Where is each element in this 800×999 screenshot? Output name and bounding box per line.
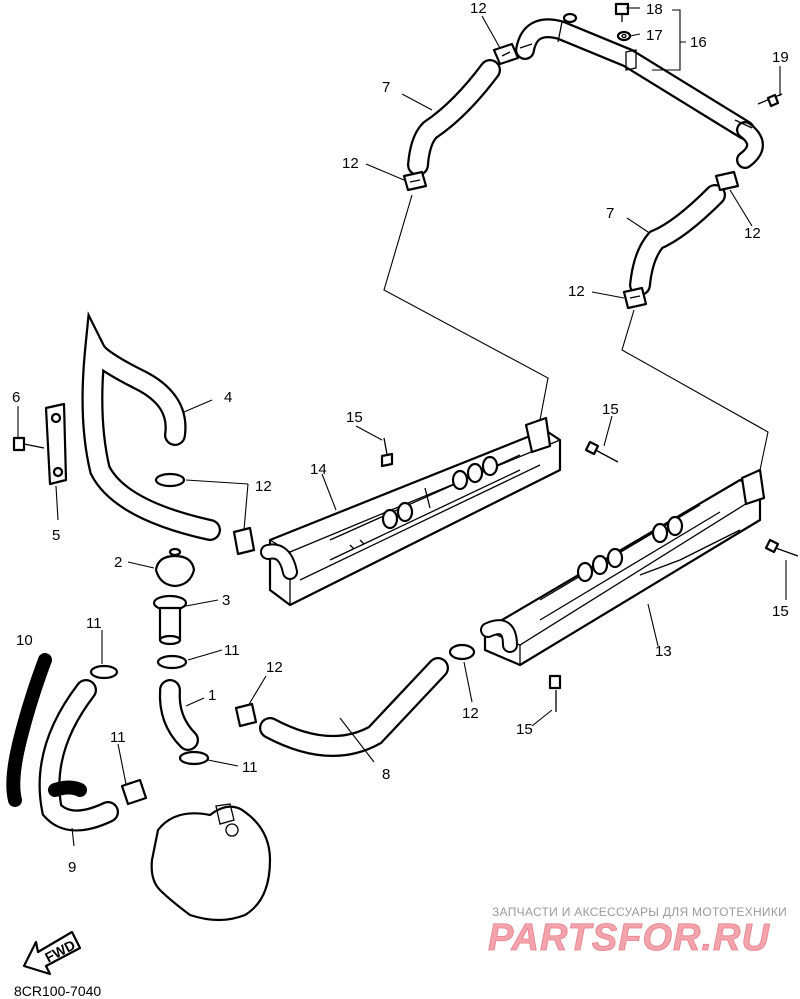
washer-17 xyxy=(616,30,632,42)
clamp-12-right xyxy=(448,643,476,661)
radiator-rivet-15d xyxy=(548,674,562,712)
callout-11: 11 xyxy=(110,729,126,746)
callout-2: 2 xyxy=(114,554,122,571)
callout-5: 5 xyxy=(52,527,60,544)
clamp-12-top-d xyxy=(622,286,648,310)
bleed-bolt-18 xyxy=(614,2,630,22)
callout-19: 19 xyxy=(772,49,789,66)
callout-12: 12 xyxy=(342,155,359,172)
clamp-12-top-c xyxy=(714,170,740,192)
hose-7-upper xyxy=(407,59,501,176)
radiator-14 xyxy=(260,416,562,607)
hose-9 xyxy=(38,679,119,832)
callout-4: 4 xyxy=(224,389,232,406)
callout-13: 13 xyxy=(655,643,672,660)
pipe-4 xyxy=(81,311,221,541)
clamp-12-top-b xyxy=(402,170,428,192)
hose-7-lower xyxy=(629,184,726,296)
callout-12: 12 xyxy=(744,225,761,242)
thermostat-3 xyxy=(152,594,188,646)
clamp-11-d xyxy=(120,778,148,806)
clamp-12-left-b xyxy=(232,526,256,556)
clamp-12-mid xyxy=(234,702,258,728)
leader-lines xyxy=(17,7,787,847)
corrugated-hose-10 xyxy=(6,653,87,807)
callout-11: 11 xyxy=(242,759,258,776)
engine-housing xyxy=(150,803,272,922)
callout-12: 12 xyxy=(568,283,585,300)
clamp-11-b xyxy=(89,664,119,680)
callout-12: 12 xyxy=(266,659,283,676)
crossover-pipe-16 xyxy=(515,12,764,169)
callout-14: 14 xyxy=(310,461,327,478)
callout-9: 9 xyxy=(68,859,76,876)
callout-11: 11 xyxy=(86,615,102,632)
radiator-13 xyxy=(480,468,766,667)
callout-12: 12 xyxy=(470,0,487,17)
hose-8 xyxy=(259,657,449,757)
connection-lines xyxy=(383,194,769,471)
watermark: ЗАПЧАСТИ И АКСЕССУАРЫ ДЛЯ МОТОТЕХНИКИ PA… xyxy=(488,905,787,959)
bolt-6 xyxy=(12,436,45,452)
radiator-rivet-15c xyxy=(764,538,799,557)
callout-3: 3 xyxy=(222,592,230,609)
bracket-5 xyxy=(44,402,68,486)
fwd-arrow: FWD xyxy=(22,930,82,976)
callout-15: 15 xyxy=(516,721,533,738)
radiator-rivet-15b xyxy=(584,440,619,463)
clamp-12-top-a xyxy=(492,42,520,66)
clamp-11-a xyxy=(156,654,188,670)
callout-15: 15 xyxy=(602,401,619,418)
thermostat-cover-2 xyxy=(154,547,196,588)
callout-12: 12 xyxy=(255,478,272,495)
rivet-19 xyxy=(757,93,783,108)
clamp-11-c xyxy=(178,750,210,766)
callout-labels: 12 18 17 16 19 7 12 7 12 12 4 6 5 12 15 … xyxy=(12,0,789,876)
callout-1: 1 xyxy=(208,687,216,704)
callout-18: 18 xyxy=(646,1,663,18)
callout-8: 8 xyxy=(382,766,390,783)
watermark-logo: PARTSFOR.RU xyxy=(488,917,770,959)
watermark-tagline: ЗАПЧАСТИ И АКСЕССУАРЫ ДЛЯ МОТОТЕХНИКИ xyxy=(492,905,787,919)
callout-11: 11 xyxy=(224,642,240,659)
radiator-rivet-15a xyxy=(380,437,394,468)
diagram-code: 8CR100-7040 xyxy=(14,983,101,999)
callout-7: 7 xyxy=(606,205,614,222)
callout-7: 7 xyxy=(382,79,390,96)
callout-10: 10 xyxy=(16,632,33,649)
callout-6: 6 xyxy=(12,389,20,406)
callout-15: 15 xyxy=(772,603,789,620)
callout-15: 15 xyxy=(346,409,363,426)
hose-1 xyxy=(158,679,199,751)
clamp-12-left-a xyxy=(154,472,186,488)
callout-12: 12 xyxy=(462,705,479,722)
callout-17: 17 xyxy=(646,27,663,44)
callout-16: 16 xyxy=(690,34,707,51)
